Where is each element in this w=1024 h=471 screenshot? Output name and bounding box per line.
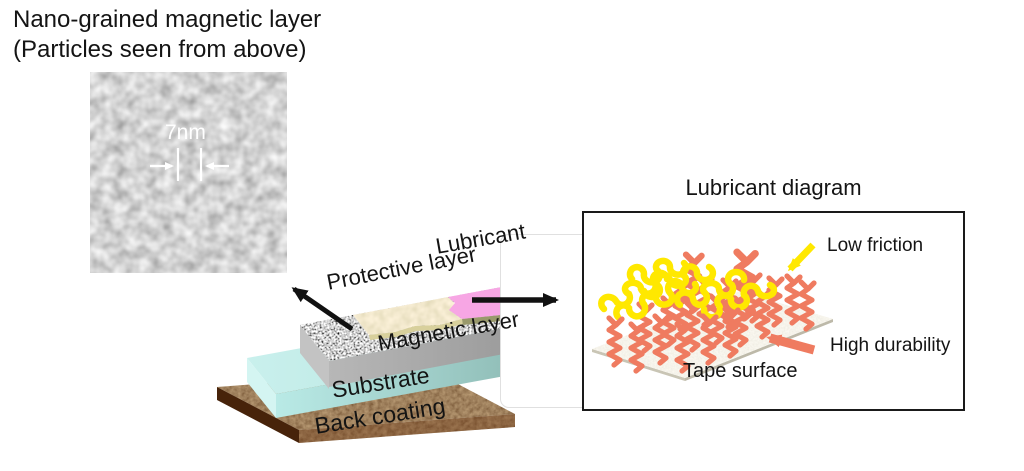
lubricant-diagram-art [592, 242, 833, 381]
tape-surface-label: Tape surface [683, 360, 798, 382]
low-friction-label: Low friction [827, 235, 924, 256]
scale-measure-marks [150, 148, 229, 181]
arrow-to-diagram [472, 293, 559, 307]
diagram-title: Lubricant diagram [685, 175, 862, 200]
low-friction-arrow [787, 242, 816, 272]
scale-label: 7nm [165, 121, 206, 144]
arrow-to-micrograph [291, 286, 354, 332]
figure-title-line2: (Particles seen from above) [13, 36, 307, 63]
high-durability-label: High durability [830, 335, 951, 356]
high-durability-arrow [766, 333, 816, 355]
micrograph-image: 7nm [90, 72, 287, 273]
figure-title: Nano-grained magnetic layer (Particles s… [13, 5, 321, 65]
grain-texture [90, 72, 287, 273]
lubricant-diagram-box: Low friction High durability Tape surfac… [582, 211, 965, 411]
figure-title-line1: Nano-grained magnetic layer [13, 6, 322, 33]
lubricant-tangle [598, 257, 778, 321]
